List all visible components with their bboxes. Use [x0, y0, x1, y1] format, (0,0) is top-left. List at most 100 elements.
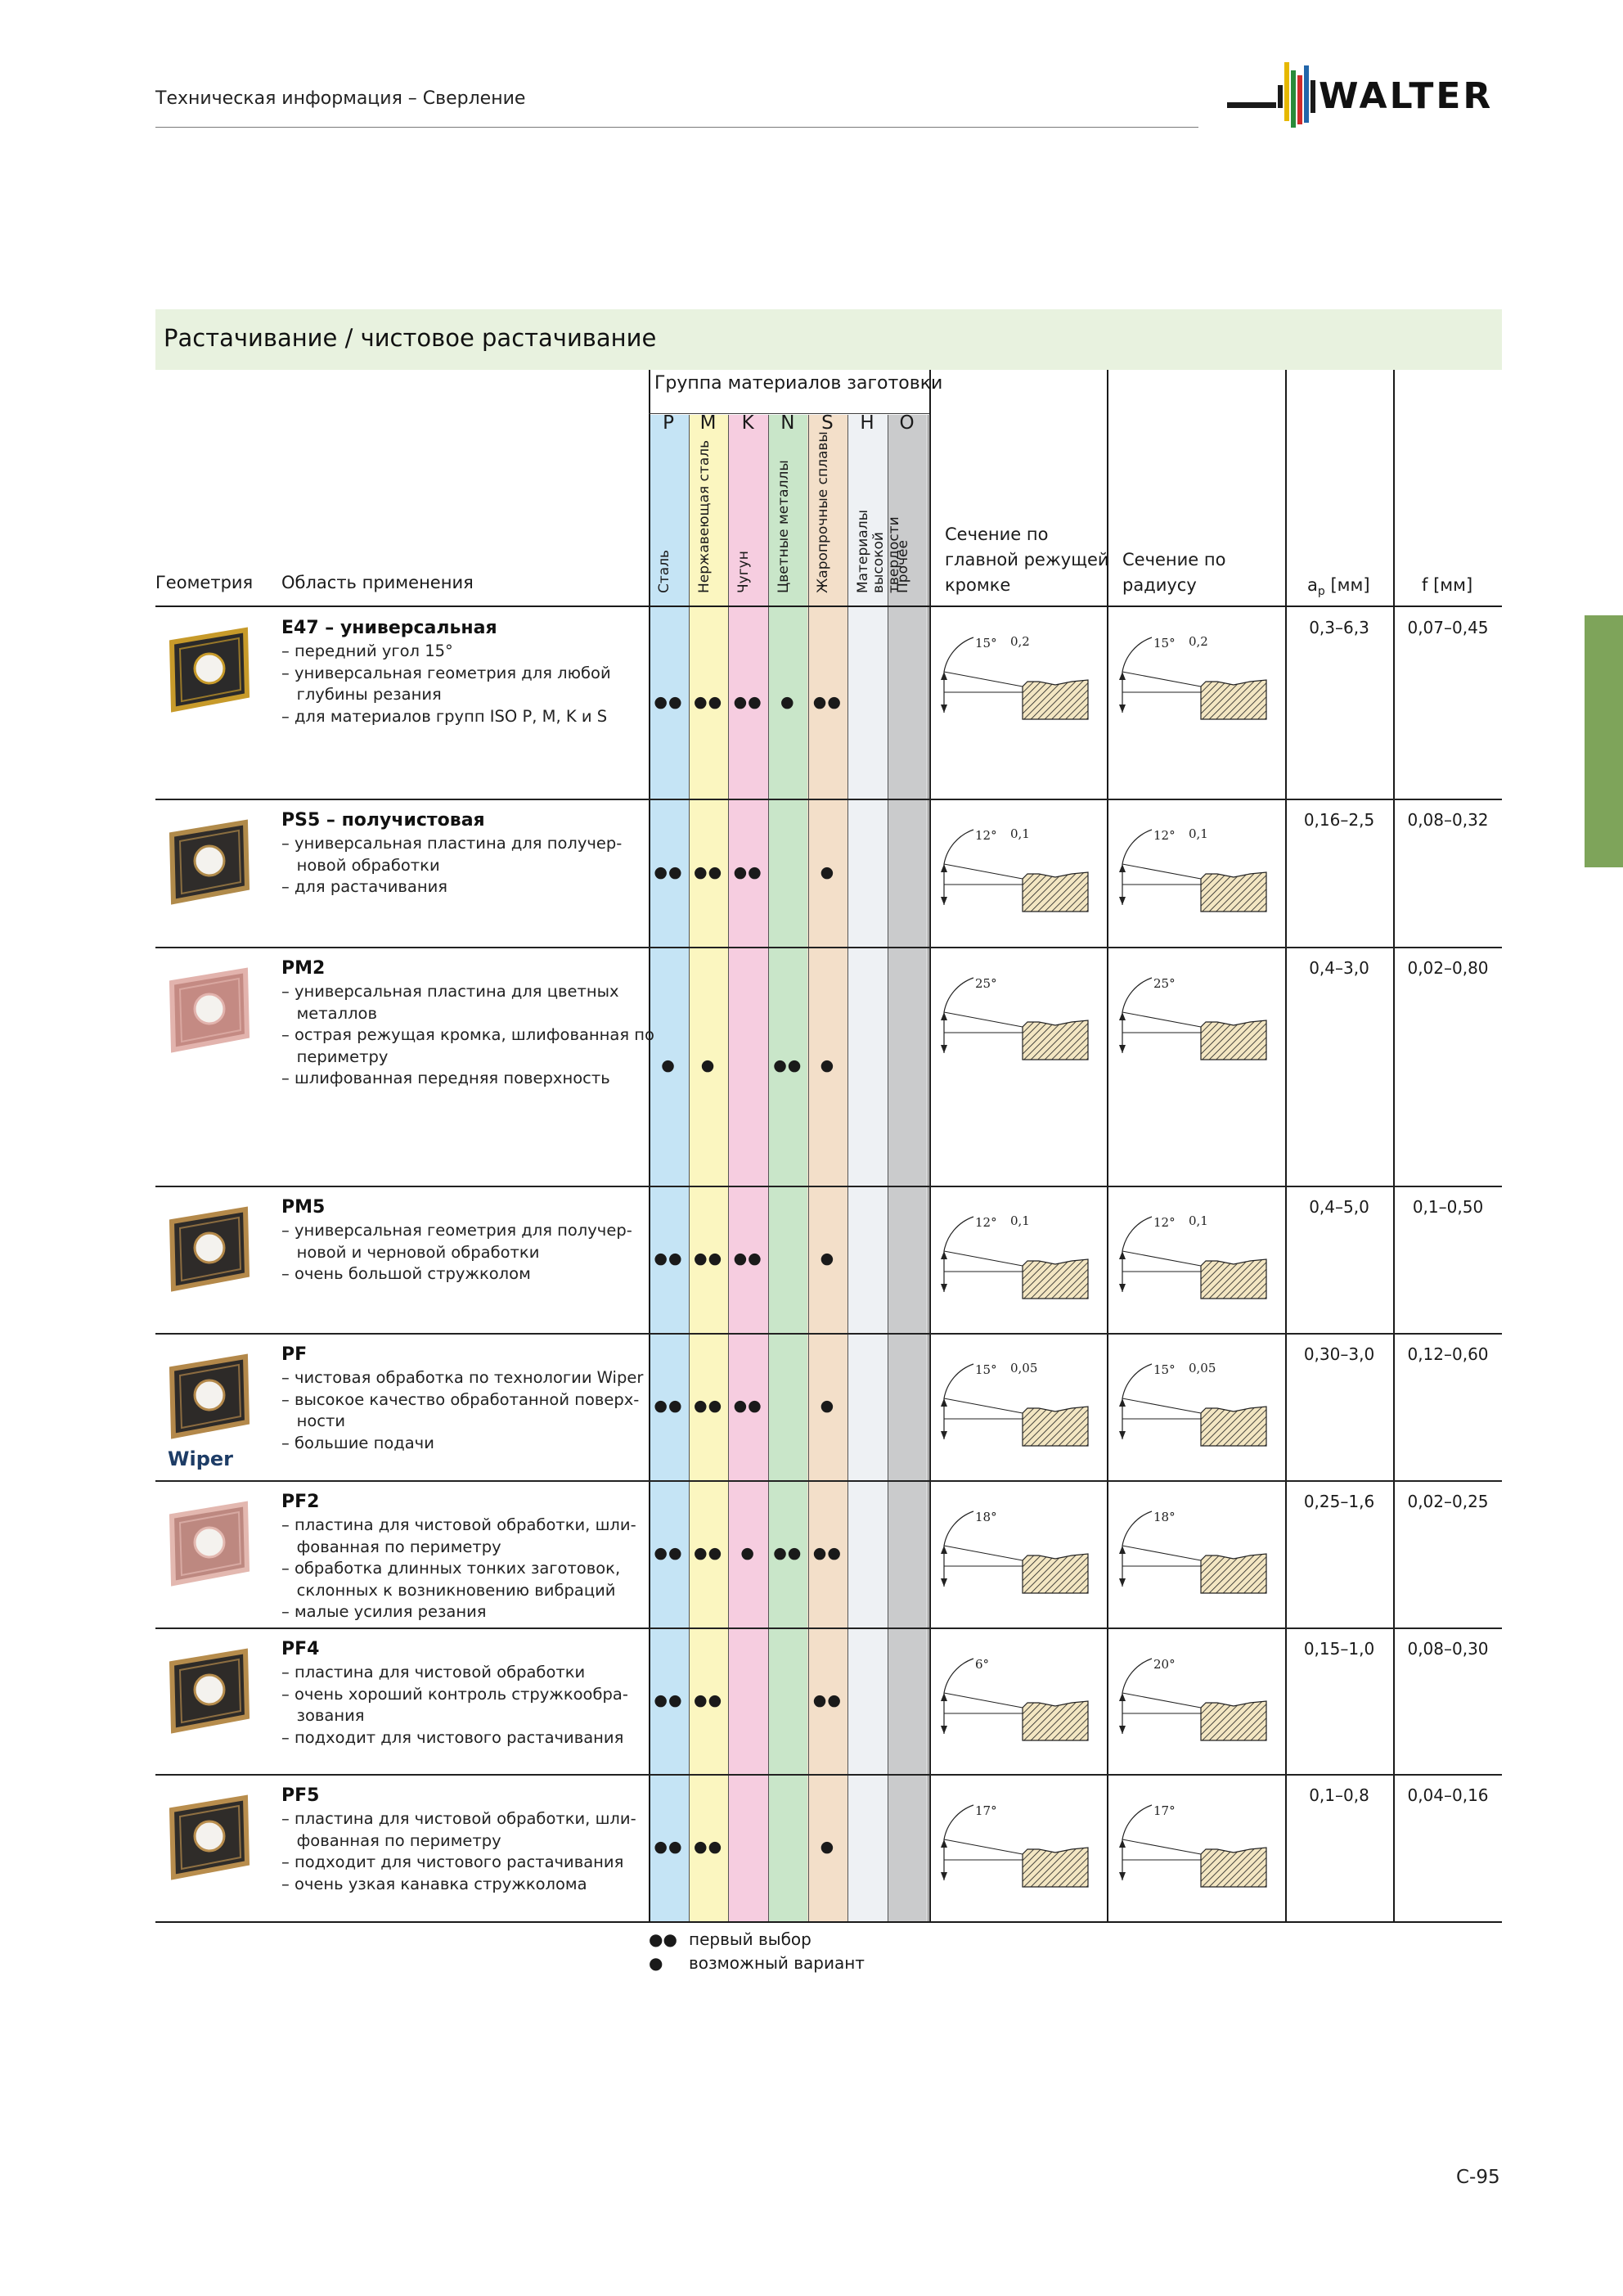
suitability-mark-K: ●● — [733, 1397, 762, 1415]
suitability-mark-M: ●● — [694, 863, 723, 881]
application-item: – шлифованная передняя поверхность — [281, 1069, 610, 1087]
column-divider — [929, 370, 931, 1921]
legend-symbol: ●● — [649, 1929, 677, 1949]
suitability-mark-S: ● — [820, 1397, 835, 1415]
application-item: – пластина для чистовой обработки — [281, 1663, 586, 1681]
suitability-mark-P: ●● — [654, 863, 683, 881]
rake-angle-label: 17° — [1153, 1803, 1176, 1818]
suitability-mark-P: ●● — [654, 1249, 683, 1267]
application-item: – очень узкая канавка стружколома — [281, 1874, 587, 1893]
application-item: новой обработки — [281, 855, 440, 875]
suitability-mark-N: ●● — [773, 1056, 803, 1074]
insert-image — [169, 627, 250, 713]
column-divider — [1285, 370, 1287, 1921]
application-item: зования — [281, 1706, 365, 1725]
suitability-mark-K: ●● — [733, 863, 762, 881]
brand-wordmark: WALTER — [1319, 75, 1493, 117]
suitability-mark-N: ●● — [773, 1544, 803, 1562]
material-column-N — [767, 415, 808, 1921]
application-item: – острая режущая кромка, шлифованная по — [281, 1025, 654, 1044]
application-item: – очень хороший контроль стружкообра- — [281, 1684, 628, 1704]
application-item: периметру — [281, 1047, 389, 1066]
insert-image — [169, 819, 250, 905]
application-description: – чистовая обработка по технологии Wiper… — [281, 1367, 643, 1454]
row-divider — [155, 799, 1502, 800]
group-header-rule — [649, 413, 929, 414]
application-item: – универсальная пластина для цветных — [281, 982, 619, 1001]
insert-image — [169, 1648, 250, 1734]
depth-of-cut-value: 0,1–0,8 — [1309, 1785, 1369, 1805]
main-edge-section-diagram: 15° 0,05 — [941, 1361, 1089, 1447]
chapter-side-tab — [1585, 615, 1623, 867]
land-width-label: 0,1 — [1010, 1213, 1030, 1228]
land-width-label: 0,1 — [1010, 826, 1030, 841]
rake-angle-label: 18° — [1153, 1510, 1176, 1524]
material-letter-S: S — [821, 412, 834, 434]
rake-angle-label: 18° — [975, 1510, 997, 1524]
rake-angle-label: 12° — [1153, 828, 1176, 843]
application-description: – универсальная геометрия для получер- н… — [281, 1220, 641, 1285]
main-edge-section-diagram: 15° 0,2 — [941, 634, 1089, 720]
suitability-mark-S: ●● — [812, 693, 842, 711]
main-edge-section-diagram: 12° 0,1 — [941, 826, 1089, 912]
row-divider — [155, 1333, 1502, 1335]
material-name-K: Чугун — [735, 551, 753, 593]
application-item: – очень большой стружколом — [281, 1264, 531, 1283]
suitability-mark-M: ●● — [694, 1838, 723, 1856]
depth-of-cut-value: 0,3–6,3 — [1309, 618, 1369, 637]
material-letter-H: H — [860, 412, 874, 434]
depth-of-cut-value: 0,4–5,0 — [1309, 1197, 1369, 1217]
radius-section-diagram: 15° 0,2 — [1119, 634, 1267, 720]
main-edge-section-diagram: 25° — [941, 976, 1089, 1060]
material-column-O — [887, 415, 928, 1921]
depth-of-cut-value: 0,16–2,5 — [1303, 810, 1375, 830]
material-letter-N: N — [780, 412, 795, 434]
radius-section-diagram: 12° 0,1 — [1119, 1213, 1267, 1299]
page-number: C-95 — [1456, 2167, 1500, 2188]
rake-angle-label: 15° — [975, 636, 997, 651]
application-item: – для материалов групп ISO P, M, K и S — [281, 706, 608, 726]
insert-geometry-title: PF5 — [281, 1785, 320, 1806]
feed-value: 0,08–0,32 — [1407, 810, 1489, 830]
application-item: – передний угол 15° — [281, 642, 453, 660]
depth-of-cut-value: 0,4–3,0 — [1309, 958, 1369, 978]
column-divider — [1393, 370, 1395, 1921]
section-title: Растачивание / чистовое растачивание — [164, 324, 657, 352]
header-rule — [155, 127, 1198, 128]
application-item: – обработка длинных тонких заготовок, — [281, 1559, 621, 1578]
suitability-mark-M: ●● — [694, 693, 723, 711]
land-width-label: 0,1 — [1189, 1213, 1208, 1228]
rake-angle-label: 12° — [1153, 1215, 1176, 1230]
application-description: – передний угол 15°– универсальная геоме… — [281, 641, 641, 727]
land-width-label: 0,05 — [1189, 1361, 1216, 1375]
row-divider — [155, 947, 1502, 948]
depth-of-cut-value: 0,15–1,0 — [1303, 1639, 1375, 1659]
insert-image — [169, 1501, 250, 1587]
main-edge-section-diagram: 18° — [941, 1510, 1089, 1594]
legend-text: первый выбор — [689, 1929, 812, 1949]
rake-angle-label: 12° — [975, 828, 997, 843]
suitability-mark-M: ●● — [694, 1544, 723, 1562]
suitability-mark-K: ●● — [733, 693, 762, 711]
insert-geometry-title: PM5 — [281, 1197, 326, 1218]
radius-section-diagram: 20° — [1119, 1657, 1267, 1741]
column-divider — [847, 415, 848, 1921]
rake-angle-label: 15° — [1153, 1362, 1176, 1377]
document-header-title: Техническая информация – Сверление — [155, 88, 526, 109]
application-item: глубины резания — [281, 685, 442, 704]
suitability-mark-P: ● — [661, 1056, 676, 1074]
material-letter-O: O — [899, 412, 915, 434]
radius-section-diagram: 15° 0,05 — [1119, 1361, 1267, 1447]
main-edge-section-diagram: 12° 0,1 — [941, 1213, 1089, 1299]
ap-column-header: ap [мм] — [1307, 575, 1370, 599]
insert-image — [169, 967, 250, 1053]
material-name-M: Нержавеющая сталь — [695, 439, 713, 593]
feed-value: 0,08–0,30 — [1407, 1639, 1489, 1659]
feed-value: 0,07–0,45 — [1407, 618, 1489, 637]
column-divider — [649, 370, 650, 1921]
rake-angle-label: 6° — [975, 1657, 989, 1672]
application-item: фованная по периметру — [281, 1830, 501, 1850]
application-column-header: Область применения — [281, 573, 474, 592]
suitability-mark-P: ●● — [654, 1544, 683, 1562]
